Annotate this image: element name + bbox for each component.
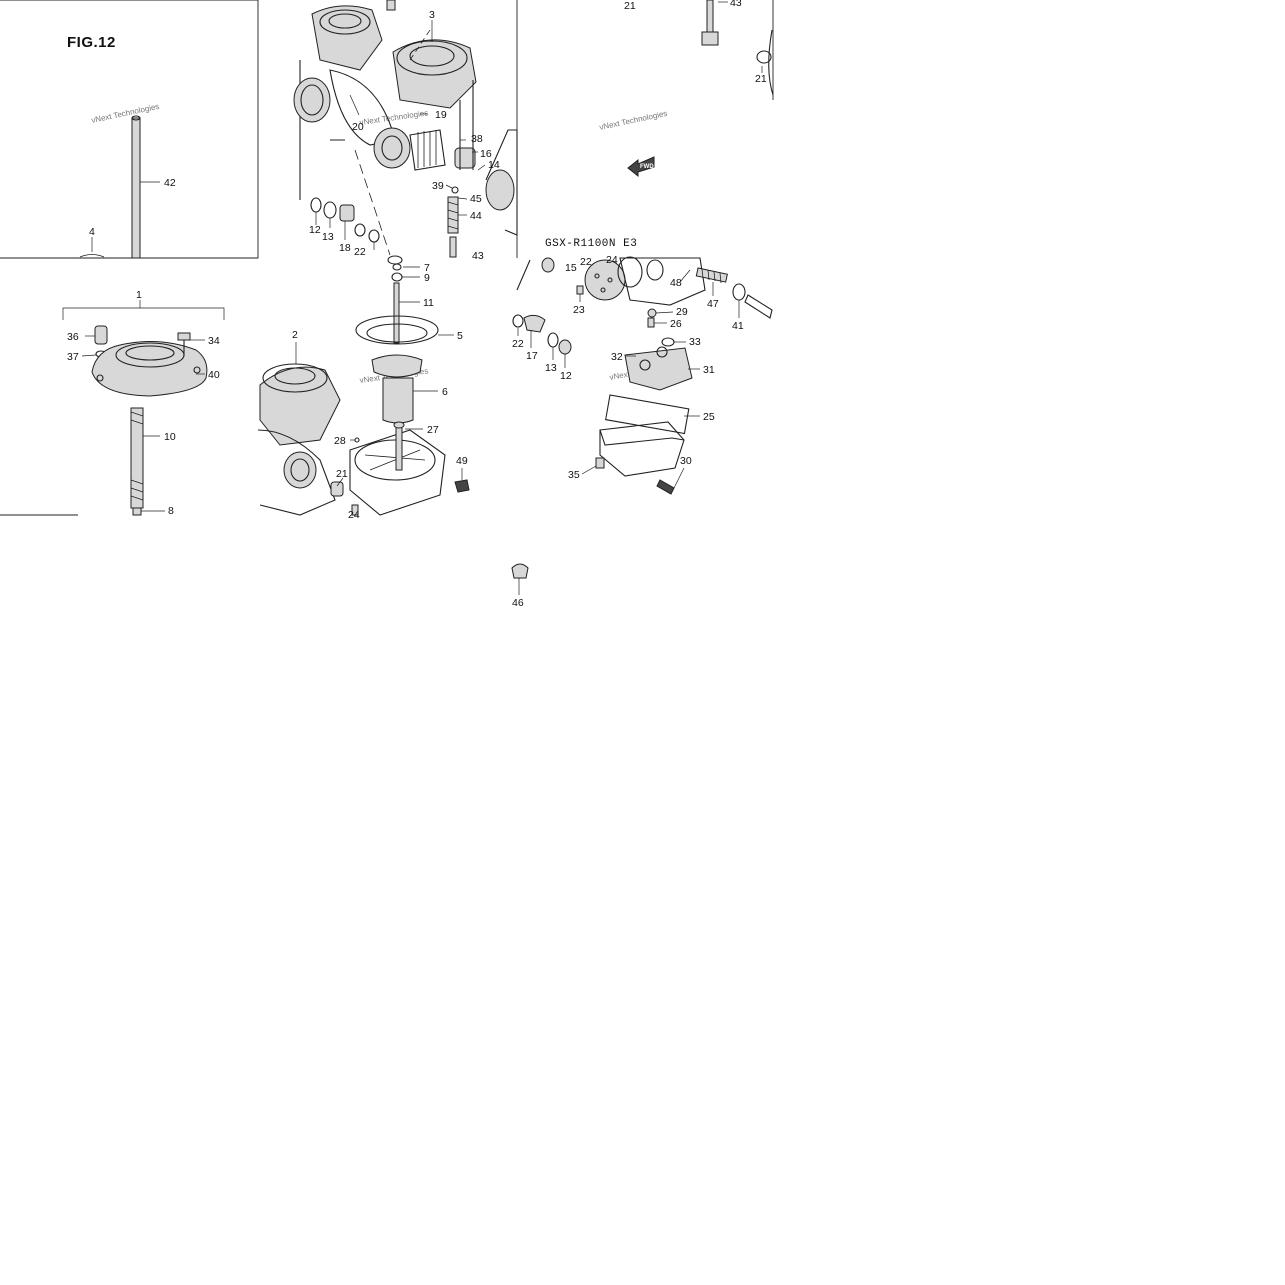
callout-14: 14: [488, 159, 500, 171]
figure-title: FIG.12: [67, 34, 116, 51]
callout-16: 16: [480, 148, 492, 160]
callout-11: 11: [423, 297, 434, 309]
fwd-arrow-icon: FWD: [627, 156, 655, 178]
callout-34: 34: [208, 335, 220, 347]
callout-15: 15: [565, 262, 577, 274]
choke-and-float-bowl: [511, 256, 773, 595]
callout-33: 33: [689, 336, 701, 348]
callout-28: 28: [334, 435, 346, 447]
callout-18: 18: [339, 242, 351, 254]
callout-46: 46: [512, 597, 524, 609]
callout-8: 8: [168, 505, 174, 517]
callout-44: 44: [470, 210, 482, 222]
callout-31: 31: [703, 364, 715, 376]
top-cap-assembly: [62, 300, 225, 516]
callout-39: 39: [432, 180, 444, 192]
callout-22: 22: [580, 256, 592, 268]
callout-6: 6: [442, 386, 448, 398]
callout-40: 40: [208, 369, 220, 381]
callout-13: 13: [322, 231, 334, 243]
callout-47: 47: [707, 298, 719, 310]
callout-labels: 42 4 1 36 37 34 40 10 8 3 20 19 38 16 14…: [67, 0, 767, 609]
callout-32: 32: [611, 351, 623, 363]
fwd-arrow-label: FWD: [640, 164, 654, 170]
callout-25: 25: [703, 411, 715, 423]
callout-12: 12: [309, 224, 321, 236]
callout-20: 20: [352, 121, 364, 133]
callout-29: 29: [676, 306, 688, 318]
callout-48: 48: [670, 277, 682, 289]
fwd-panel: FWD: [627, 0, 774, 178]
callout-12: 12: [560, 370, 572, 382]
carburetor-bank-upper: [293, 0, 518, 258]
callout-27: 27: [427, 424, 439, 436]
callout-35: 35: [568, 469, 580, 481]
callout-24: 24: [348, 509, 360, 521]
watermark-text: vNext Technologies: [599, 109, 669, 132]
callout-23: 23: [573, 304, 585, 316]
callout-7: 7: [424, 262, 430, 274]
callout-3: 3: [429, 9, 435, 21]
callout-10: 10: [164, 431, 176, 443]
leader-lines: [81, 1, 763, 512]
callout-49: 49: [456, 455, 468, 467]
callout-42: 42: [164, 177, 176, 189]
callout-21: 21: [336, 468, 348, 480]
callout-37: 37: [67, 351, 79, 363]
callout-4: 4: [89, 226, 95, 238]
callout-38: 38: [471, 133, 483, 145]
callout-19: 19: [435, 109, 447, 121]
callout-21: 21: [624, 0, 636, 12]
model-label: GSX-R1100N E3: [545, 238, 637, 250]
callout-21: 21: [755, 73, 767, 85]
watermark-text: vNext Technologies: [359, 108, 429, 127]
callout-41: 41: [732, 320, 744, 332]
callout-43: 43: [472, 250, 484, 262]
slide-and-float-parts: [257, 255, 470, 516]
callout-43: 43: [730, 0, 742, 9]
watermark-text: vNext Technologies: [91, 102, 161, 125]
callout-45: 45: [470, 193, 482, 205]
callout-26: 26: [670, 318, 682, 330]
callout-9: 9: [424, 272, 430, 284]
needle-rod: [79, 115, 141, 259]
callout-5: 5: [457, 330, 463, 342]
callout-22: 22: [354, 246, 366, 258]
callout-24: 24: [606, 254, 618, 266]
callout-22: 22: [512, 338, 524, 350]
callout-17: 17: [526, 350, 538, 362]
callout-13: 13: [545, 362, 557, 374]
callout-30: 30: [680, 455, 692, 467]
callout-1: 1: [136, 289, 142, 301]
callout-36: 36: [67, 331, 79, 343]
callout-2: 2: [292, 329, 298, 341]
